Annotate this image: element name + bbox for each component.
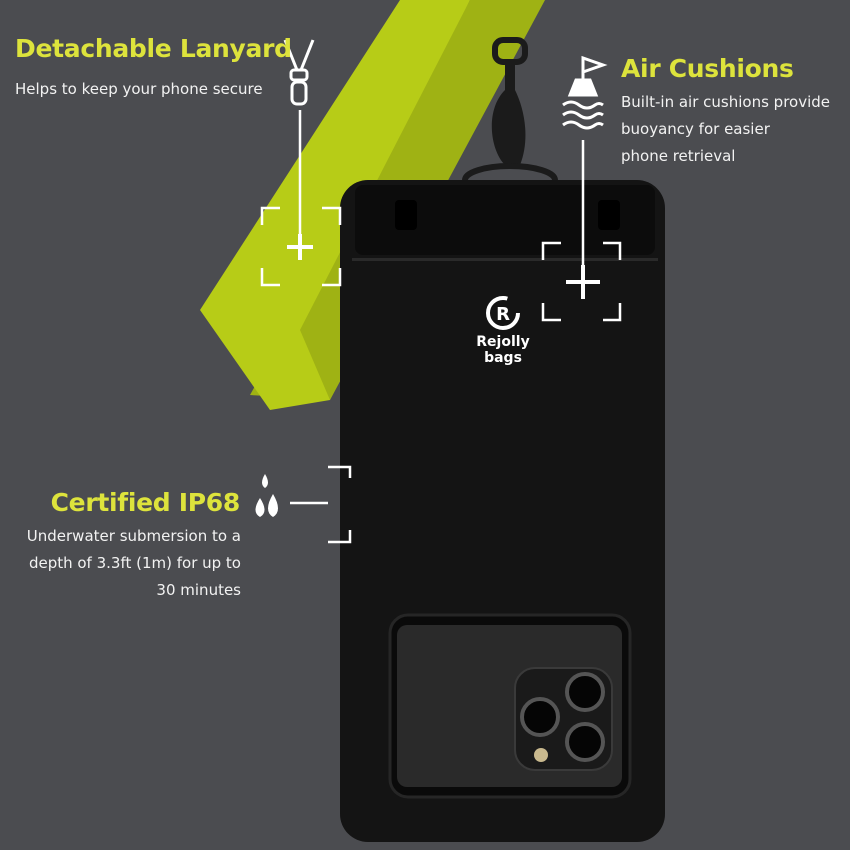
feature-desc-ip68: Underwater submersion to a depth of 3.3f… xyxy=(27,523,241,604)
zipper-clip-icon xyxy=(283,39,315,106)
desc-line: buoyancy for easier xyxy=(621,120,770,138)
pouch-seal xyxy=(355,185,655,255)
desc-line: 30 minutes xyxy=(156,581,241,599)
carabiner-hook xyxy=(491,65,526,165)
lanyard-callout-marker xyxy=(260,110,342,287)
desc-line: Built-in air cushions provide xyxy=(621,93,831,111)
desc-line: phone retrieval xyxy=(621,147,736,165)
lanyard-strap-front xyxy=(200,0,470,410)
desc-line: Helps to keep your phone secure xyxy=(15,80,263,98)
svg-text:R: R xyxy=(496,304,510,325)
ip68-callout-marker xyxy=(290,465,352,544)
water-drops-icon xyxy=(255,474,278,517)
camera-lens xyxy=(520,697,560,737)
pouch-latch-left xyxy=(395,200,417,230)
feature-title-ip68: Certified IP68 xyxy=(50,488,241,517)
brand-name: Rejolly bags xyxy=(476,334,530,366)
camera-lens xyxy=(565,722,605,762)
camera-flash xyxy=(534,748,548,762)
feature-desc-air-cushions: Built-in air cushions provide buoyancy f… xyxy=(621,89,830,170)
feature-desc-lanyard: Helps to keep your phone secure xyxy=(15,76,263,103)
camera-lens xyxy=(565,672,605,712)
air-cushion-callout-marker xyxy=(541,140,622,322)
desc-line: Underwater submersion to a xyxy=(26,527,241,545)
pouch-latch-right xyxy=(598,200,620,230)
feature-title-air-cushions: Air Cushions xyxy=(621,54,794,83)
desc-line: depth of 3.3ft (1m) for up to xyxy=(28,554,241,572)
feature-title-lanyard: Detachable Lanyard xyxy=(15,34,292,63)
lanyard-clip xyxy=(492,37,528,65)
brand-logo-icon xyxy=(486,296,520,330)
buoy-flag-icon xyxy=(562,55,608,130)
